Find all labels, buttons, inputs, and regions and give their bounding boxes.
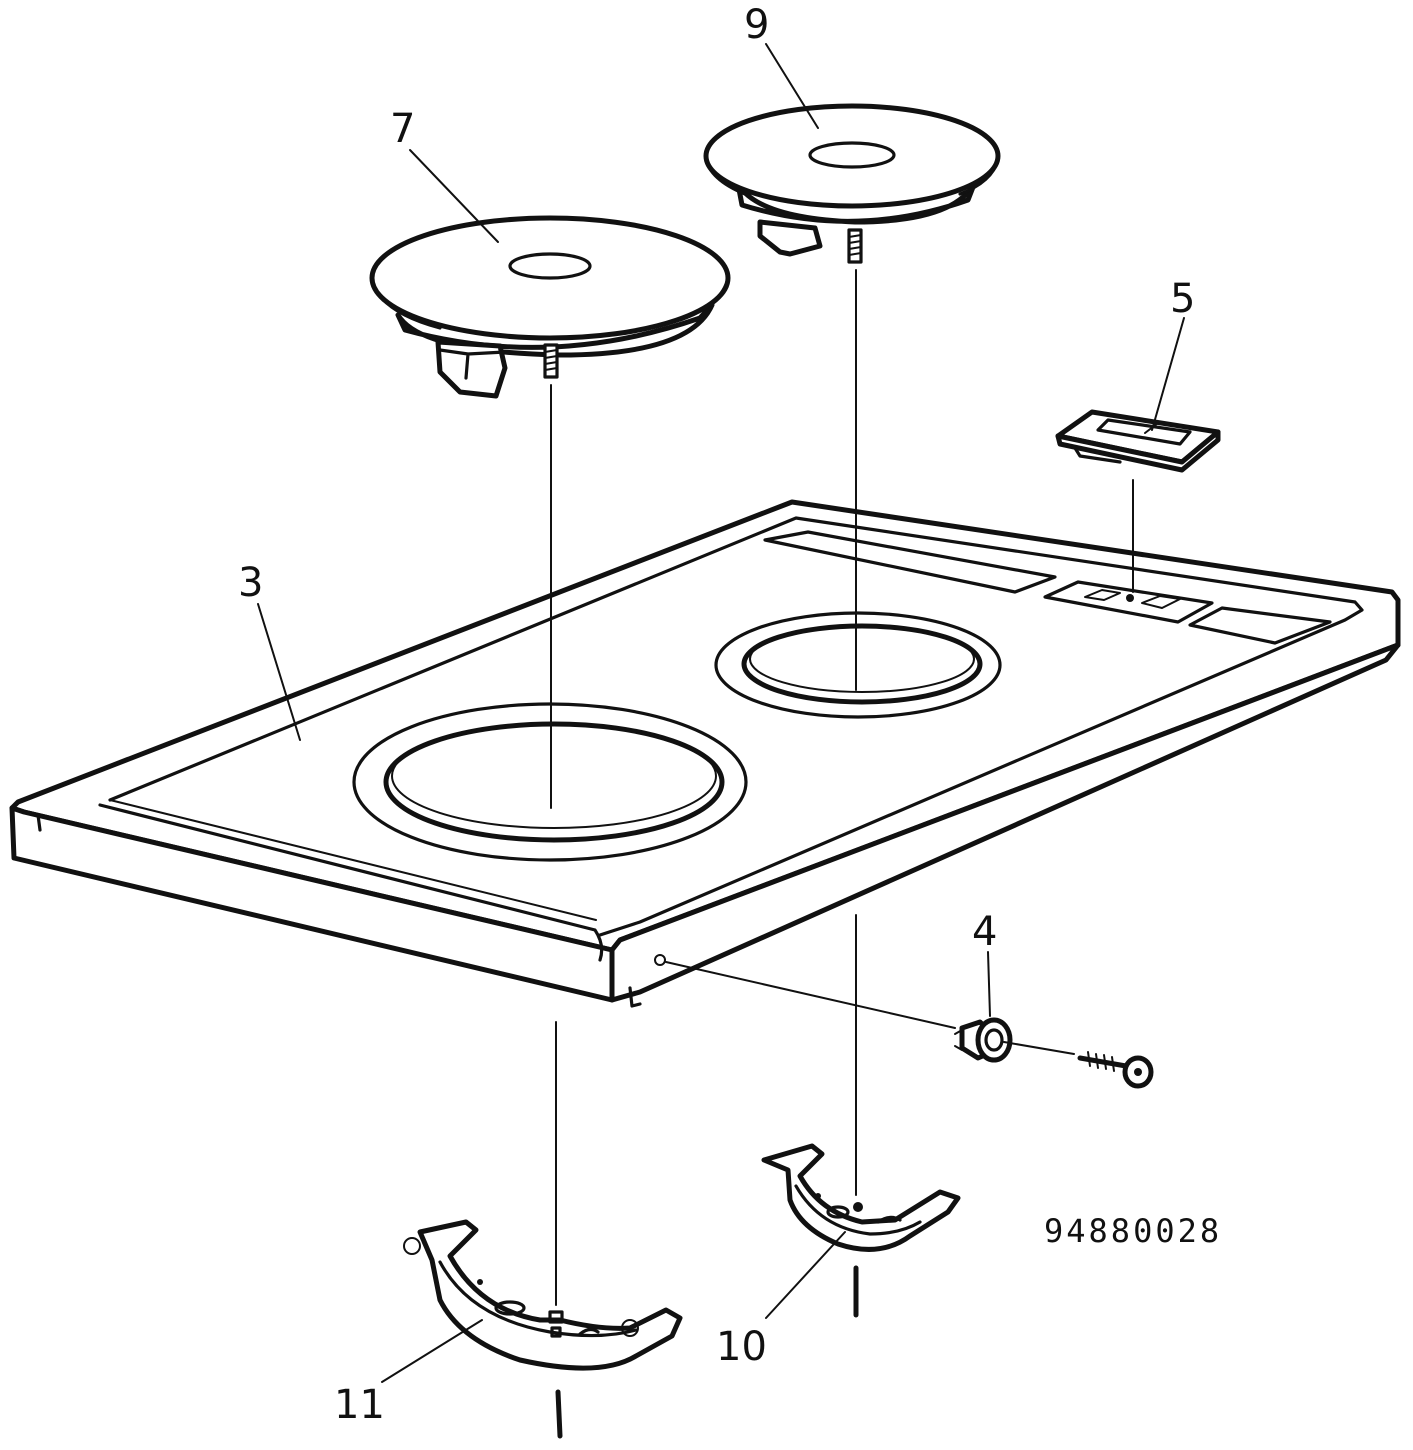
small-hotplate-opening (714, 611, 1002, 719)
hob-top-panel (9, 499, 1401, 1008)
control-cover-part (1055, 409, 1221, 473)
large-hotplate (369, 215, 731, 399)
grommet-part (954, 1017, 1013, 1063)
fixing-bracket-small (761, 1143, 961, 1252)
callout-7: 7 (390, 106, 415, 152)
assembly-lines (550, 269, 1134, 1439)
callout-9: 9 (744, 2, 769, 48)
fixing-bracket-large (403, 1219, 683, 1371)
leader-lines (257, 43, 1185, 1383)
small-hotplate (703, 103, 1001, 264)
callout-11: 11 (334, 1382, 385, 1428)
fixing-screw (1077, 1051, 1154, 1089)
callout-10: 10 (716, 1324, 767, 1370)
callout-3: 3 (238, 560, 263, 606)
callout-4: 4 (972, 909, 997, 955)
document-number: 94880028 (1044, 1212, 1222, 1250)
callout-5: 5 (1170, 276, 1195, 322)
